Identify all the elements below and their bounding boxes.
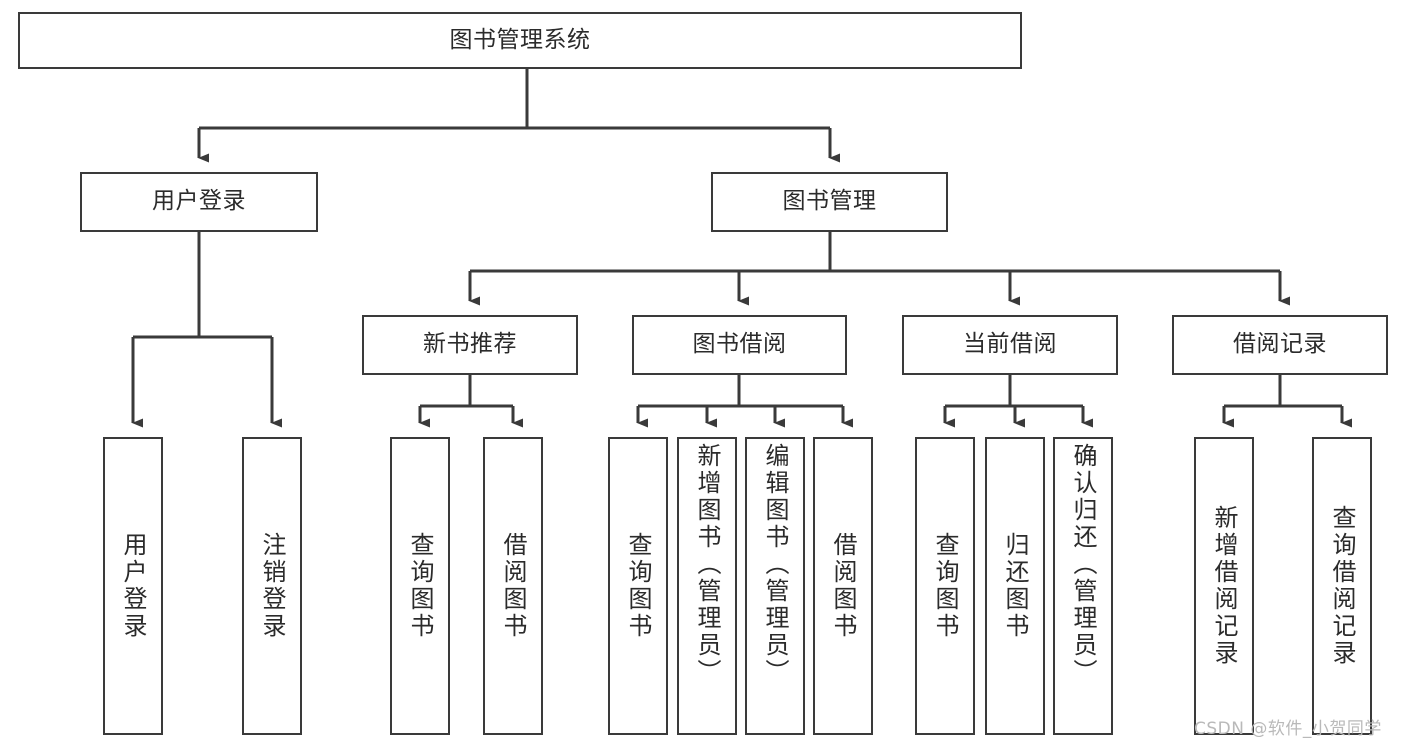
leaf-query-borrow-record[interactable]: 查询借阅记录 (1312, 437, 1372, 735)
leaf-add-borrow-record[interactable]: 新增借阅记录 (1194, 437, 1254, 735)
leaf-add-book-admin-label: 新增图书（管理员） (693, 443, 721, 686)
leaf-confirm-return-admin-label: 确认归还（管理员） (1069, 443, 1097, 686)
node-user-login[interactable]: 用户登录 (80, 172, 318, 232)
leaf-query-book-newbook[interactable]: 查询图书 (390, 437, 450, 735)
leaf-confirm-return-admin[interactable]: 确认归还（管理员） (1053, 437, 1113, 735)
node-user-login-label: 用户登录 (152, 188, 246, 215)
leaf-edit-book-admin-label: 编辑图书（管理员） (761, 443, 789, 686)
leaf-query-book-newbook-label: 查询图书 (406, 532, 434, 640)
node-root-label: 图书管理系统 (449, 26, 591, 53)
node-current-borrow-label: 当前借阅 (963, 331, 1057, 358)
leaf-query-book-borrow[interactable]: 查询图书 (608, 437, 668, 735)
leaf-query-borrow-record-label: 查询借阅记录 (1328, 505, 1356, 667)
leaf-query-book-borrow-label: 查询图书 (624, 532, 652, 640)
leaf-logout-label: 注销登录 (258, 532, 286, 640)
node-borrow-record-label: 借阅记录 (1233, 331, 1327, 358)
leaf-return-book-label: 归还图书 (1001, 532, 1029, 640)
leaf-query-book-current-label: 查询图书 (931, 532, 959, 640)
node-book-management[interactable]: 图书管理 (711, 172, 948, 232)
node-book-management-label: 图书管理 (782, 188, 877, 215)
leaf-user-login[interactable]: 用户登录 (103, 437, 163, 735)
leaf-borrow-book-newbook[interactable]: 借阅图书 (483, 437, 543, 735)
node-root-system[interactable]: 图书管理系统 (18, 12, 1022, 69)
leaf-edit-book-admin[interactable]: 编辑图书（管理员） (745, 437, 805, 735)
leaf-query-book-current[interactable]: 查询图书 (915, 437, 975, 735)
leaf-borrow-book-borrow-label: 借阅图书 (829, 532, 857, 640)
leaf-logout[interactable]: 注销登录 (242, 437, 302, 735)
leaf-return-book[interactable]: 归还图书 (985, 437, 1045, 735)
leaf-borrow-book-borrow[interactable]: 借阅图书 (813, 437, 873, 735)
node-new-book-recommend[interactable]: 新书推荐 (362, 315, 578, 375)
node-current-borrow[interactable]: 当前借阅 (902, 315, 1118, 375)
node-book-borrow[interactable]: 图书借阅 (632, 315, 847, 375)
leaf-add-book-admin[interactable]: 新增图书（管理员） (677, 437, 737, 735)
node-book-borrow-label: 图书借阅 (692, 331, 787, 358)
leaf-borrow-book-newbook-label: 借阅图书 (499, 532, 527, 640)
leaf-user-login-label: 用户登录 (119, 532, 147, 640)
node-new-book-recommend-label: 新书推荐 (423, 331, 517, 358)
node-borrow-record[interactable]: 借阅记录 (1172, 315, 1388, 375)
leaf-add-borrow-record-label: 新增借阅记录 (1210, 505, 1238, 667)
